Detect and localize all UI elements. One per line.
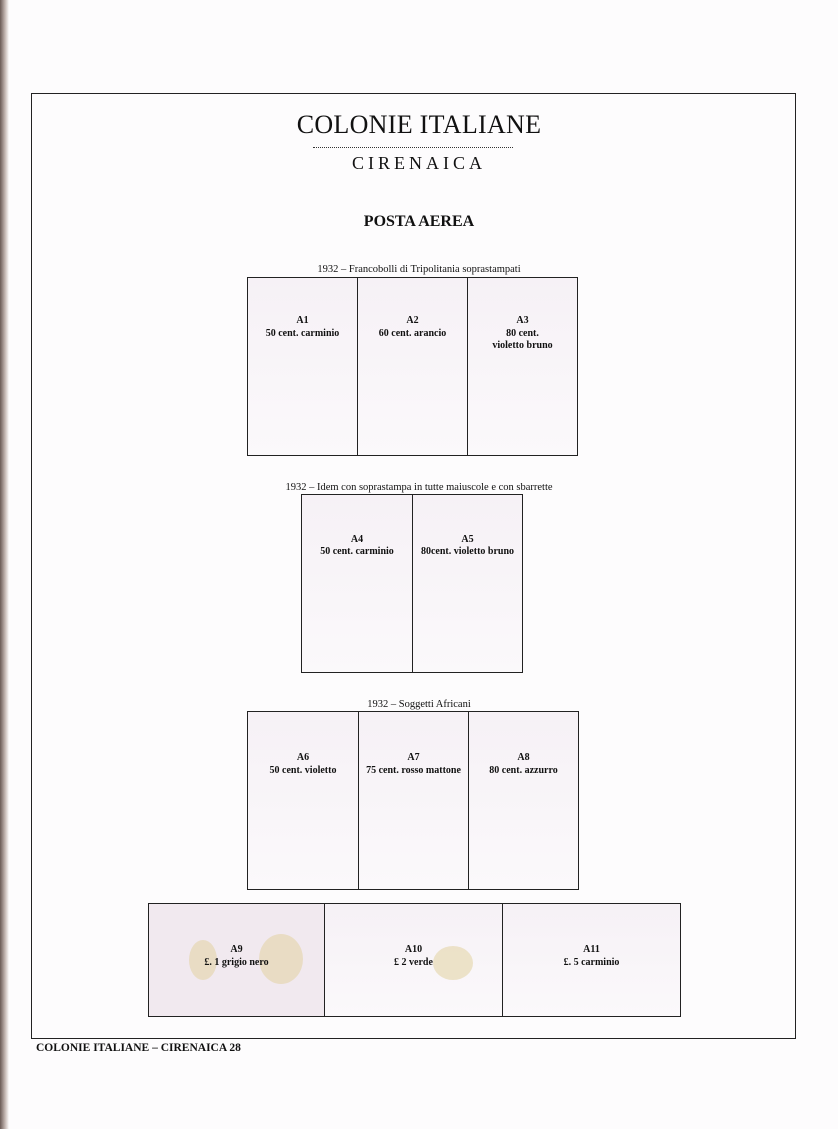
stamp-slot: A8 80 cent. azzurro bbox=[469, 712, 579, 889]
stamp-slot: A4 50 cent. carminio bbox=[302, 495, 413, 672]
stamp-slot: A5 80cent. violetto bruno bbox=[413, 495, 523, 672]
stamp-slot: A10 £ 2 verde bbox=[325, 904, 503, 1016]
stamp-desc: 50 cent. carminio bbox=[320, 546, 394, 557]
group-caption: 1932 – Soggetti Africani bbox=[367, 699, 471, 710]
stamp-desc: 50 cent. violetto bbox=[269, 765, 337, 776]
glue-stain bbox=[433, 946, 473, 980]
stamp-code: A2 bbox=[406, 315, 419, 326]
page-frame bbox=[31, 93, 796, 1039]
stamp-slot: A11 £. 5 carminio bbox=[503, 904, 681, 1016]
glue-stain bbox=[259, 934, 303, 984]
stamp-desc: 80 cent. bbox=[506, 328, 539, 339]
stamp-code: A8 bbox=[517, 752, 530, 763]
stamp-code: A4 bbox=[350, 534, 364, 545]
stamp-row: A9 £. 1 grigio nero A10 £ 2 verde A11 £.… bbox=[148, 903, 681, 1017]
stamp-desc: £ 2 verde bbox=[394, 957, 433, 968]
group-caption: 1932 – Idem con soprastampa in tutte mai… bbox=[285, 482, 553, 493]
stamp-row: A1 50 cent. carminio A2 60 cent. arancio… bbox=[247, 277, 578, 456]
page-footer: COLONIE ITALIANE – CIRENAICA 28 bbox=[36, 1042, 241, 1054]
glue-stain bbox=[189, 940, 217, 980]
stamp-desc: 80cent. violetto bruno bbox=[420, 546, 515, 557]
stamp-desc-line2: violetto bruno bbox=[492, 340, 553, 351]
stamp-slot: A3 80 cent. violetto bruno bbox=[468, 278, 578, 455]
stamp-row: A6 50 cent. violetto A7 75 cent. rosso m… bbox=[247, 711, 579, 890]
stamp-code: A5 bbox=[461, 534, 474, 545]
page-subtitle: CIRENAICA bbox=[352, 153, 486, 173]
stamp-code: A6 bbox=[296, 752, 310, 763]
stamp-code: A10 bbox=[404, 944, 423, 955]
stamp-slot: A9 £. 1 grigio nero bbox=[149, 904, 325, 1016]
stamp-row: A4 50 cent. carminio A5 80cent. violetto… bbox=[301, 494, 523, 673]
stamp-slot: A7 75 cent. rosso mattone bbox=[359, 712, 469, 889]
stamp-desc: £. 1 grigio nero bbox=[204, 957, 269, 968]
stamp-desc: 80 cent. azzurro bbox=[489, 765, 558, 776]
stamp-slot: A6 50 cent. violetto bbox=[248, 712, 359, 889]
stamp-slot: A1 50 cent. carminio bbox=[248, 278, 358, 455]
section-title: POSTA AEREA bbox=[363, 213, 475, 230]
stamp-code: A11 bbox=[583, 944, 600, 955]
title-divider bbox=[313, 147, 513, 148]
stamp-slot: A2 60 cent. arancio bbox=[358, 278, 468, 455]
page-title: COLONIE ITALIANE bbox=[296, 110, 542, 139]
stamp-code: A1 bbox=[296, 315, 309, 326]
stamp-desc: £. 5 carminio bbox=[563, 957, 620, 968]
stamp-desc: 50 cent. carminio bbox=[265, 328, 340, 339]
group-caption: 1932 – Francobolli di Tripolitania sopra… bbox=[317, 264, 521, 275]
stamp-desc: 75 cent. rosso mattone bbox=[366, 765, 461, 776]
stamp-code: A7 bbox=[407, 752, 420, 763]
stamp-code: A9 bbox=[230, 944, 243, 955]
scan-edge bbox=[0, 0, 9, 1129]
stamp-desc: 60 cent. arancio bbox=[378, 328, 447, 339]
stamp-code: A3 bbox=[516, 315, 529, 326]
